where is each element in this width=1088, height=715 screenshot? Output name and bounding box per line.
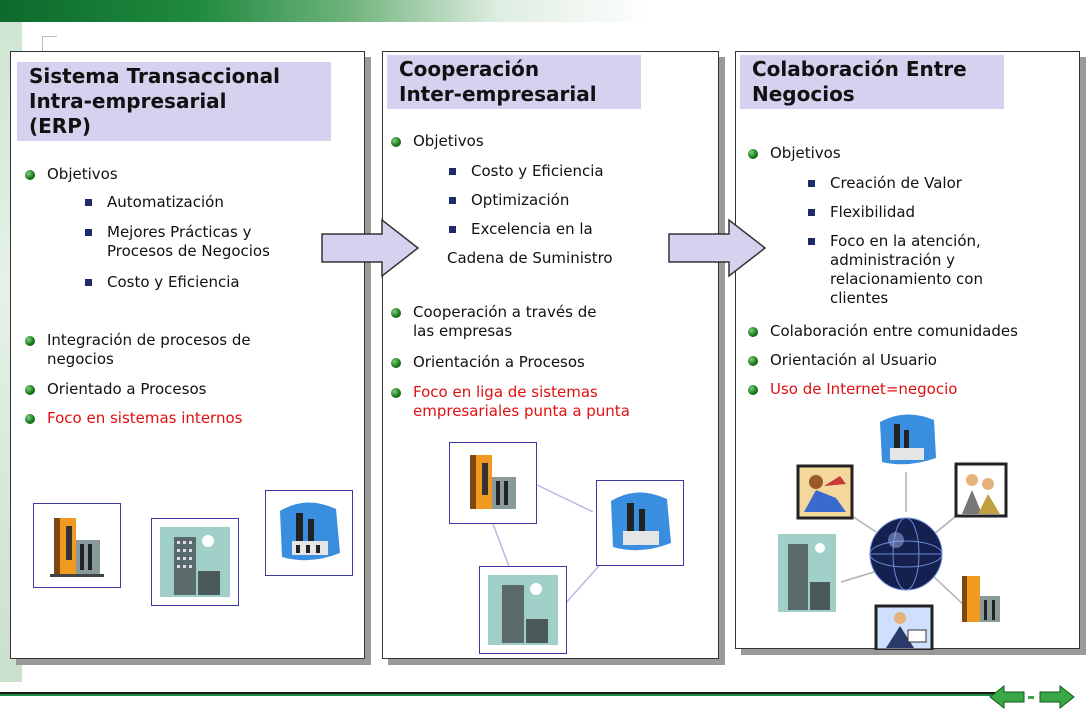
forward-arrow-icon[interactable] <box>1036 684 1076 710</box>
factory-clipart-blue <box>596 480 684 566</box>
flow-arrow <box>668 218 767 278</box>
square-bullet-icon <box>808 238 815 245</box>
square-bullet-icon <box>449 226 456 233</box>
connector-line <box>933 576 967 608</box>
panel-title: Sistema Transaccional Intra-empresarial … <box>17 62 331 141</box>
square-bullet-icon <box>85 279 92 286</box>
footer-line-accent <box>0 694 1000 696</box>
building-icon <box>488 575 558 645</box>
connector-line <box>534 483 594 513</box>
bullet-icon <box>25 414 35 424</box>
factory-icon <box>280 502 340 561</box>
building-clipart <box>479 566 567 654</box>
bullet-icon <box>25 385 35 395</box>
hub-diagram <box>840 472 967 648</box>
sub-item: Costo y Eficiencia <box>107 273 240 291</box>
bullet-icon <box>391 388 401 398</box>
square-bullet-icon <box>85 229 92 236</box>
bullet-icon <box>748 327 758 337</box>
globe-icon <box>869 517 943 591</box>
highlight-item: Foco en sistemas internos <box>47 409 243 427</box>
bullet-item: Colaboración entre comunidades <box>770 322 1018 340</box>
header-band <box>0 0 1088 22</box>
bullet-item: Orientado a Procesos <box>47 380 207 398</box>
panel-colaboracion: Colaboración Entre Negocios Objetivos Cr… <box>735 51 1080 650</box>
sub-item: Mejores Prácticas y Procesos de Negocios <box>107 223 270 260</box>
sub-item: Costo y Eficiencia <box>471 162 604 180</box>
flow-arrow <box>321 218 420 278</box>
panel-cooperacion: Cooperación Inter-empresarial Objetivos … <box>382 51 719 659</box>
bullet-icon <box>391 137 401 147</box>
sub-item: Foco en la atención, administración y re… <box>830 232 983 307</box>
sub-item: Excelencia en la <box>471 220 593 238</box>
connector-line <box>840 571 875 583</box>
people-icon <box>796 464 854 520</box>
factory-icon <box>880 414 936 465</box>
sub-item-continuation: Cadena de Suministro <box>447 249 613 267</box>
bullet-item: Cooperación a través de las empresas <box>413 303 597 340</box>
nav-separator <box>1028 696 1034 699</box>
sub-item: Optimización <box>471 191 570 209</box>
bullet-icon <box>25 336 35 346</box>
bullet-item: Orientación al Usuario <box>770 351 937 369</box>
bullet-icon <box>748 149 758 159</box>
panel-title: Cooperación Inter-empresarial <box>387 55 641 109</box>
bullet-icon <box>391 308 401 318</box>
back-arrow-icon[interactable] <box>988 684 1028 710</box>
bullet-icon <box>748 356 758 366</box>
factory-clipart <box>33 503 121 588</box>
building-icon <box>160 527 230 597</box>
square-bullet-icon <box>449 168 456 175</box>
square-bullet-icon <box>808 209 815 216</box>
footer-line <box>0 692 1000 694</box>
factory-clipart-blue <box>265 490 353 576</box>
factory-icon <box>611 492 671 551</box>
bullet-icon <box>748 385 758 395</box>
objectives-label: Objetivos <box>47 165 118 183</box>
panel-erp: Sistema Transaccional Intra-empresarial … <box>10 51 365 659</box>
sub-item: Automatización <box>107 193 224 211</box>
square-bullet-icon <box>85 199 92 206</box>
people-icon <box>954 462 1008 518</box>
bullet-item: Integración de procesos de negocios <box>47 331 251 368</box>
bullet-item: Orientación a Procesos <box>413 353 585 371</box>
highlight-item: Foco en liga de sistemas empresariales p… <box>413 383 630 420</box>
factory-icon <box>962 576 1000 622</box>
bullet-icon <box>391 358 401 368</box>
sub-item: Creación de Valor <box>830 174 962 192</box>
objectives-label: Objetivos <box>413 132 484 150</box>
highlight-item: Uso de Internet=negocio <box>770 380 958 398</box>
people-icon <box>874 604 934 650</box>
objectives-label: Objetivos <box>770 144 841 162</box>
factory-icon <box>50 518 104 577</box>
building-icon <box>778 534 836 612</box>
factory-clipart <box>449 442 537 524</box>
square-bullet-icon <box>808 180 815 187</box>
factory-icon <box>470 455 516 509</box>
sub-item: Flexibilidad <box>830 203 916 221</box>
building-clipart <box>151 518 239 606</box>
square-bullet-icon <box>449 197 456 204</box>
bullet-icon <box>25 170 35 180</box>
panel-title: Colaboración Entre Negocios <box>740 55 1004 109</box>
